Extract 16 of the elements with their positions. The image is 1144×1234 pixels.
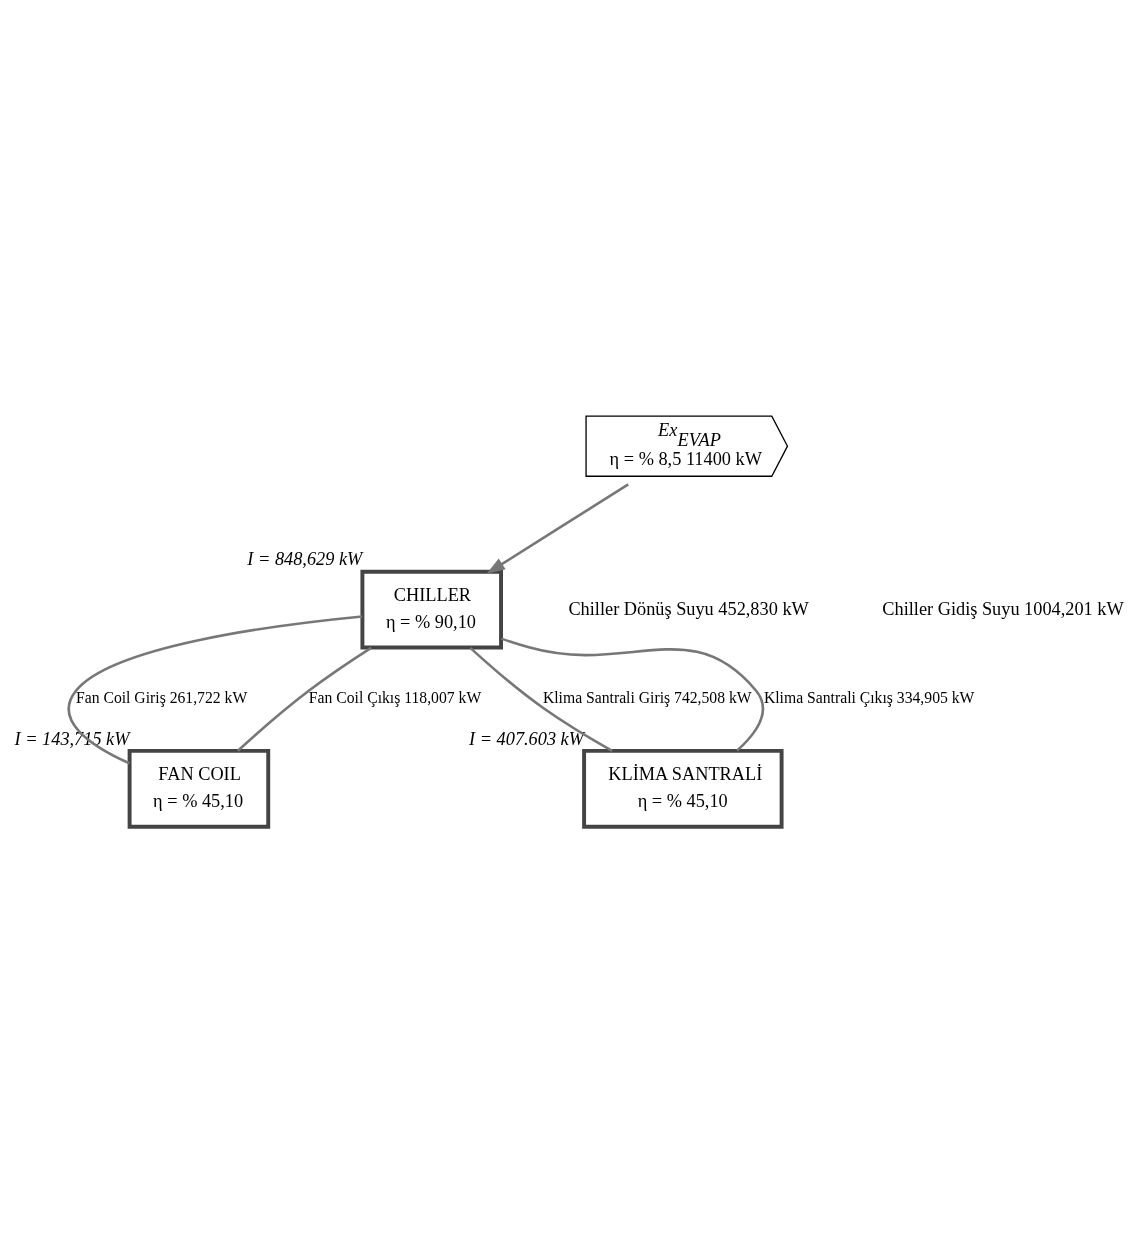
connector [237,646,372,752]
node-box: KLİMA SANTRALİ η = % 45,10 [582,748,784,829]
node-box: CHILLER η = % 90,10 [360,569,503,650]
edge-label: Fan Coil Çıkış 118,007 kW [308,688,482,706]
edge-label: Fan Coil Giriş 261,722 kW [75,688,248,706]
label: Chiller Gidiş Suyu 1004,201 kW [882,597,1124,618]
node-box: FAN COIL η = % 45,10 [127,748,271,829]
connector [501,636,765,752]
node-label: I = 407.603 kW [469,728,584,749]
node-label: I = 848,629 kW [247,548,363,569]
edge-label: Klima Santrali Çıkış 334,905 kW [763,688,975,706]
label: Chiller Dönüş Suyu 452,830 kW [568,597,809,618]
connector [67,614,363,764]
connector [469,646,613,752]
arrow [486,482,629,574]
edge-label: Klima Santrali Giriş 742,508 kW [542,688,752,706]
